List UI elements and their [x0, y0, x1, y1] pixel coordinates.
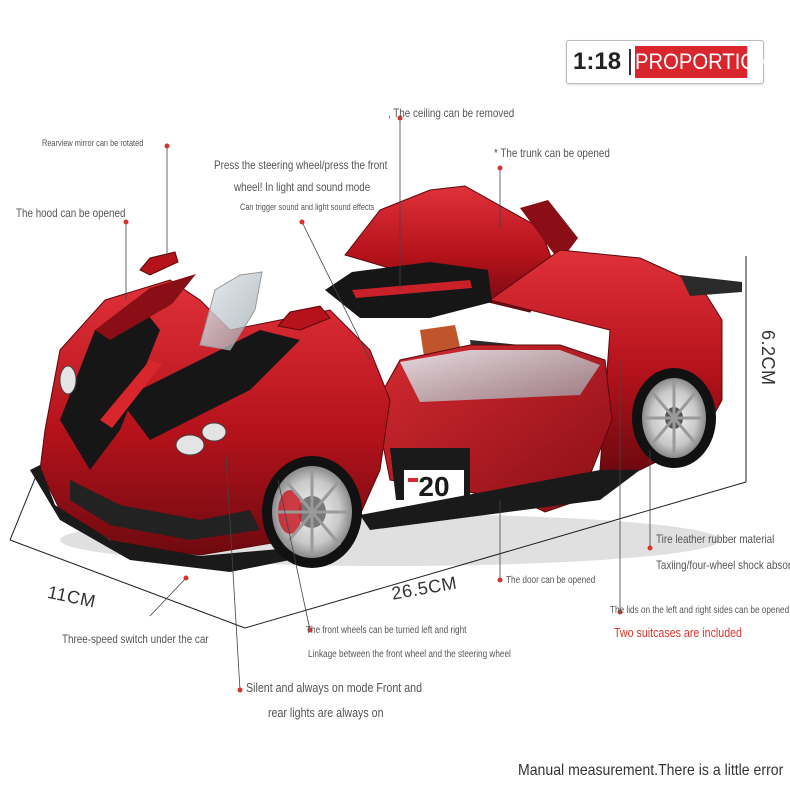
hood-stripe-center — [120, 330, 300, 440]
front-splitter — [30, 465, 300, 572]
hood-stripe-left — [60, 305, 160, 470]
label-trunk: * The trunk can be opened — [494, 146, 610, 160]
door-window — [400, 350, 600, 402]
label-front-wheels-2: Linkage between the front wheel and the … — [308, 649, 511, 660]
label-tire-2: Taxiing/four-wheel shock absorber — [656, 558, 790, 572]
badge-divider — [629, 49, 631, 75]
scale-value: 1:18 — [573, 48, 622, 75]
hood-flap — [95, 274, 196, 340]
rear-wheel — [632, 368, 716, 468]
label-lids: The lids on the left and right sides can… — [610, 605, 790, 616]
label-lights-1: Silent and always on mode Front and — [246, 680, 423, 695]
measurement-note: Manual measurement.There is a little err… — [518, 762, 784, 779]
dimension-lines — [9, 256, 747, 629]
label-hood: The hood can be opened — [16, 206, 126, 220]
label-tire-1: Tire leather rubber material — [656, 532, 775, 546]
label-mirror: Rearview mirror can be rotated — [42, 138, 144, 148]
label-steering-1: Press the steering wheel/press the front — [214, 158, 388, 172]
hood-red-line — [100, 360, 162, 428]
label-ceiling: , The ceiling can be removed — [388, 106, 515, 120]
rear-wing — [680, 275, 742, 296]
label-door: The door can be opened — [506, 575, 596, 586]
door-number: 20 — [418, 471, 449, 502]
height-dimension: 6.2CM — [758, 330, 778, 386]
label-suitcases: Two suitcases are included — [614, 625, 742, 640]
trunk-hinge — [520, 200, 578, 262]
label-switch: Three-speed switch under the car — [62, 632, 209, 646]
left-gull-door — [199, 271, 263, 351]
left-mirror — [139, 251, 179, 276]
pointer-lines — [125, 118, 651, 691]
scale-badge: 1:18 PROPORTION — [566, 40, 771, 84]
label-front-wheels-1: The front wheels can be turned left and … — [306, 625, 467, 636]
proportion-label: PROPORTION — [635, 46, 771, 78]
front-wheel — [262, 456, 362, 568]
headlights — [59, 365, 227, 456]
roof-stripe — [352, 280, 472, 298]
right-mirror — [277, 305, 331, 331]
front-grille — [70, 480, 260, 540]
label-steering-2: wheel! In light and sound mode — [234, 180, 371, 194]
door-number-bg — [404, 470, 464, 500]
pointer-dots — [123, 115, 653, 693]
label-lights-2: rear lights are always on — [268, 705, 384, 720]
label-steering-3: Can trigger sound and light sound effect… — [240, 202, 375, 212]
